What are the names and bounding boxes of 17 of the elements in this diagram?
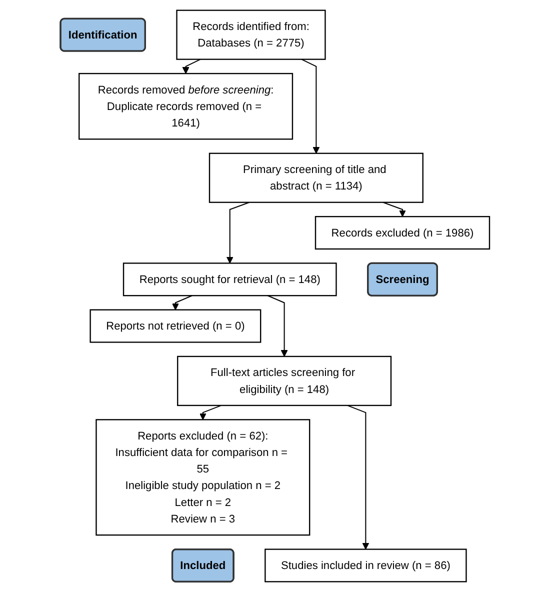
arrow — [382, 202, 406, 217]
node-box: Reports excluded (n = 62): Insufficient data for comparison n = 55 Ineligible study population n = 2 Letter n = 2 Review n = 3 — [96, 419, 310, 536]
node-box: Records excluded (n = 1986) — [314, 216, 490, 250]
arrow — [226, 202, 250, 264]
node-box: Reports not retrieved (n = 0) — [90, 309, 262, 343]
node-box: Full-text articles screening for eligibility (n = 148) — [177, 356, 392, 406]
arrow — [199, 404, 222, 420]
node-box: Reports sought for retrieval (n = 148) — [122, 262, 337, 296]
arrow — [268, 295, 288, 357]
arrow — [172, 295, 192, 310]
node-box: Studies included in review (n = 86) — [264, 548, 467, 582]
node-box: Records identified from: Databases (n = 2775) — [176, 10, 326, 60]
arrow — [347, 404, 370, 550]
arrow — [301, 58, 320, 154]
node-box: Records removed before screening: Duplicate records removed (n = 1641) — [78, 72, 294, 140]
node-box: Primary screening of title and abstract (n = 1134) — [208, 152, 424, 203]
arrow — [182, 58, 201, 74]
